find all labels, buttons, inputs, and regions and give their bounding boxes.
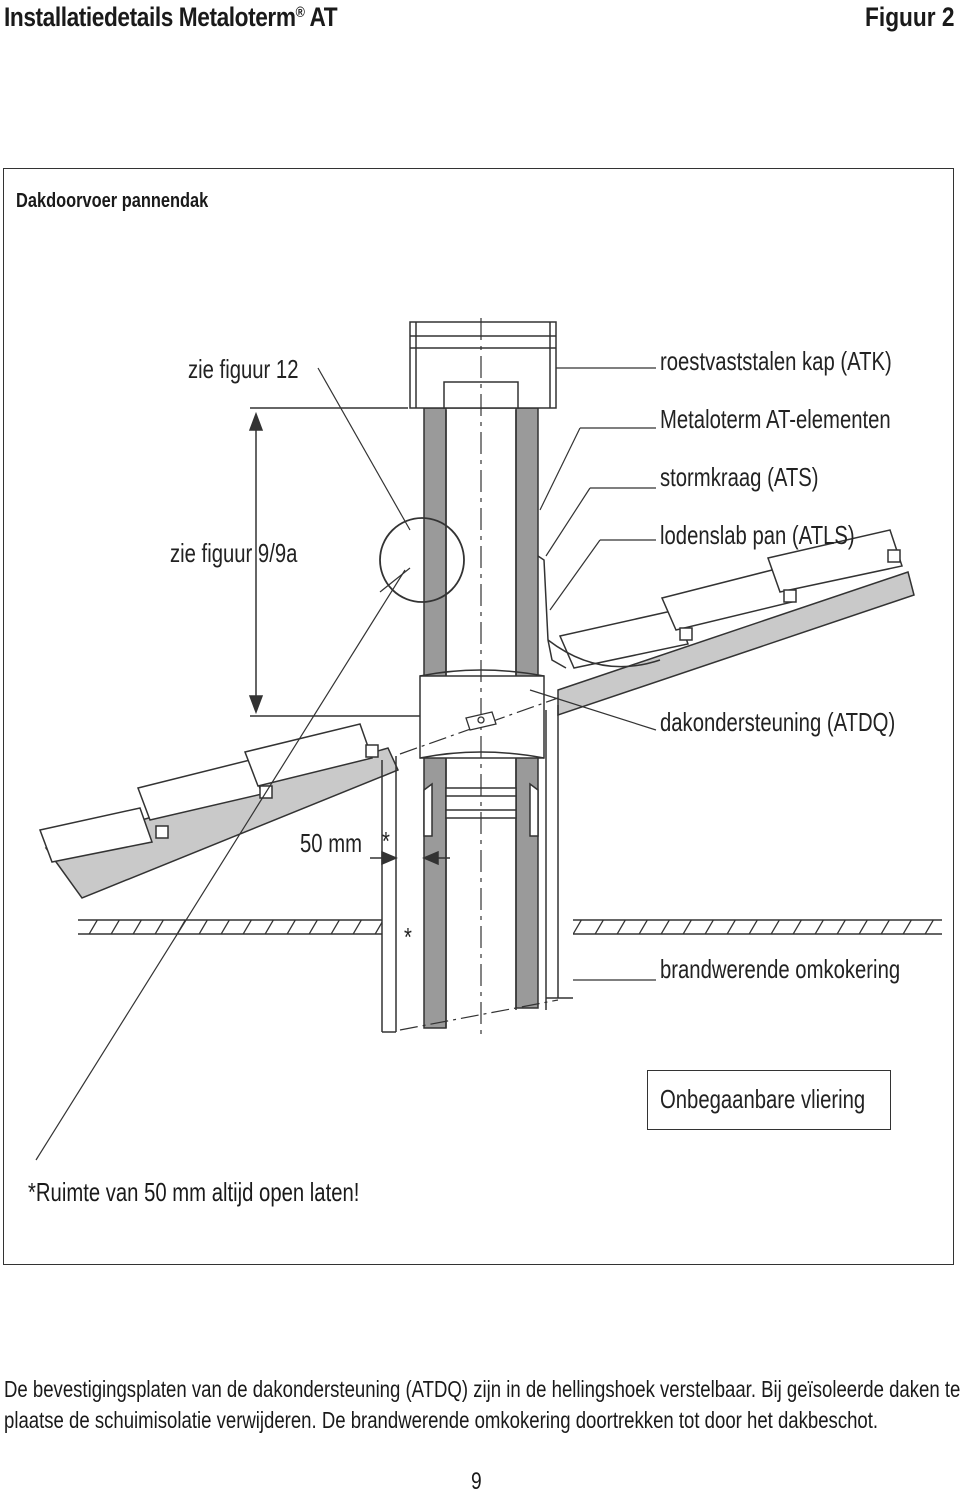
title-text: Installatiedetails Metaloterm — [4, 2, 296, 32]
roof-right — [557, 529, 915, 717]
ceiling-beam-left — [78, 919, 382, 935]
figure-note: *Ruimte van 50 mm altijd open laten! — [28, 1177, 360, 1207]
title-suffix: AT — [304, 2, 338, 32]
detail-circle — [379, 517, 465, 603]
vliering-box — [647, 1070, 891, 1130]
label-zie-figuur-12: zie figuur 12 — [188, 354, 299, 384]
label-brandwerend: brandwerende omkokering — [660, 954, 901, 984]
height-dimension — [248, 407, 420, 717]
asterisk-bottom: * — [404, 922, 412, 952]
registered-mark: ® — [295, 4, 305, 21]
roof-plane-line — [399, 697, 559, 755]
page-number: 9 — [471, 1468, 482, 1495]
label-lodenslab: lodenslab pan (ATLS) — [660, 520, 855, 550]
label-stormkraag: stormkraag (ATS) — [660, 462, 819, 492]
figure-number: Figuur 2 — [864, 2, 954, 32]
label-elementen: Metaloterm AT-elementen — [660, 404, 891, 434]
figure-frame — [3, 168, 954, 1265]
body-text-line-2: plaatse de schuimisolatie verwijderen. D… — [4, 1407, 879, 1433]
asterisk-top: * — [382, 826, 390, 856]
label-dakondersteuning: dakondersteuning (ATDQ) — [660, 707, 896, 737]
leader-lines — [35, 367, 657, 1161]
gap-dimension — [370, 850, 450, 866]
ceiling-beam-right — [573, 919, 942, 935]
storm-collar — [537, 555, 661, 669]
page-title: Installatiedetails Metaloterm® AT — [4, 2, 338, 33]
label-kap: roestvaststalen kap (ATK) — [660, 346, 892, 376]
figure-subtitle: Dakdoorvoer pannendak — [16, 190, 209, 212]
stainless-cap — [409, 321, 557, 409]
support-bracket-icon — [465, 711, 497, 731]
label-vliering: Onbegaanbare vliering — [660, 1084, 866, 1114]
body-text-line-1: De bevestigingsplaten van de dakonderste… — [4, 1376, 960, 1402]
ceiling-plane-line — [399, 999, 559, 1031]
roof-left — [38, 723, 400, 899]
label-zie-figuur-9: zie figuur 9/9a — [170, 538, 298, 568]
fire-casing — [381, 705, 573, 1033]
label-50mm: 50 mm — [300, 828, 362, 858]
